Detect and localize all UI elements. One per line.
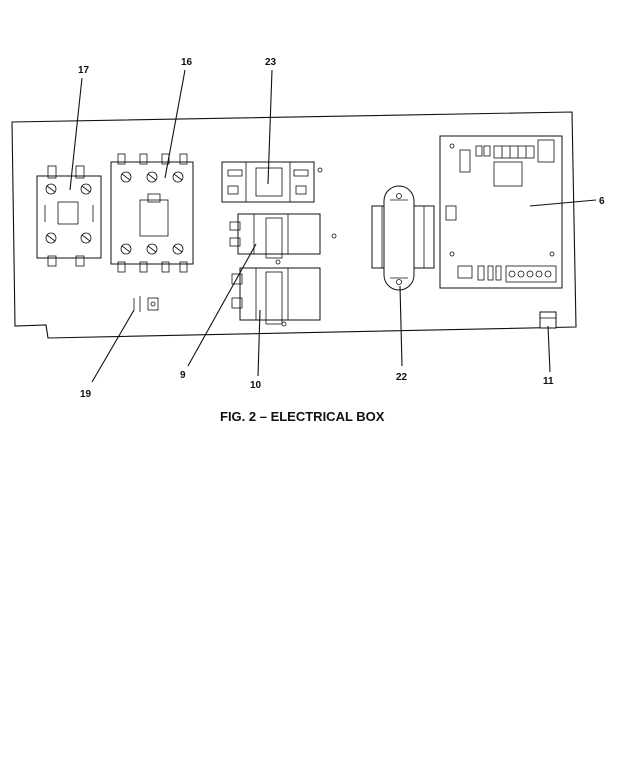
contactor-17 [36, 165, 102, 267]
relay-23 [221, 161, 323, 203]
transformer-22 [371, 185, 435, 291]
leader-10 [257, 309, 261, 377]
leader-22 [399, 285, 403, 367]
callout-22: 22 [396, 372, 408, 383]
leader-16 [164, 69, 186, 179]
callout-17: 17 [78, 65, 90, 76]
figure-caption: FIG. 2 – ELECTRICAL BOX [220, 409, 385, 424]
callout-19: 19 [80, 389, 92, 400]
leader-23 [267, 69, 273, 185]
callout-11: 11 [543, 376, 554, 387]
relay-10 [231, 267, 321, 327]
leader-19 [91, 309, 135, 383]
panel-outline [11, 111, 577, 339]
control-board-6 [439, 135, 563, 289]
block-11 [539, 311, 557, 329]
contactor-16 [110, 153, 194, 273]
leader-9 [187, 243, 257, 367]
callout-16: 16 [181, 57, 193, 68]
callout-10: 10 [250, 380, 262, 391]
callout-23: 23 [265, 57, 277, 68]
leader-17 [69, 77, 83, 191]
terminal-19 [133, 296, 159, 312]
callout-6: 6 [599, 196, 605, 207]
callout-9: 9 [180, 370, 186, 381]
leader-11 [547, 325, 551, 373]
relay-9 [229, 213, 337, 265]
leader-6 [529, 199, 597, 207]
